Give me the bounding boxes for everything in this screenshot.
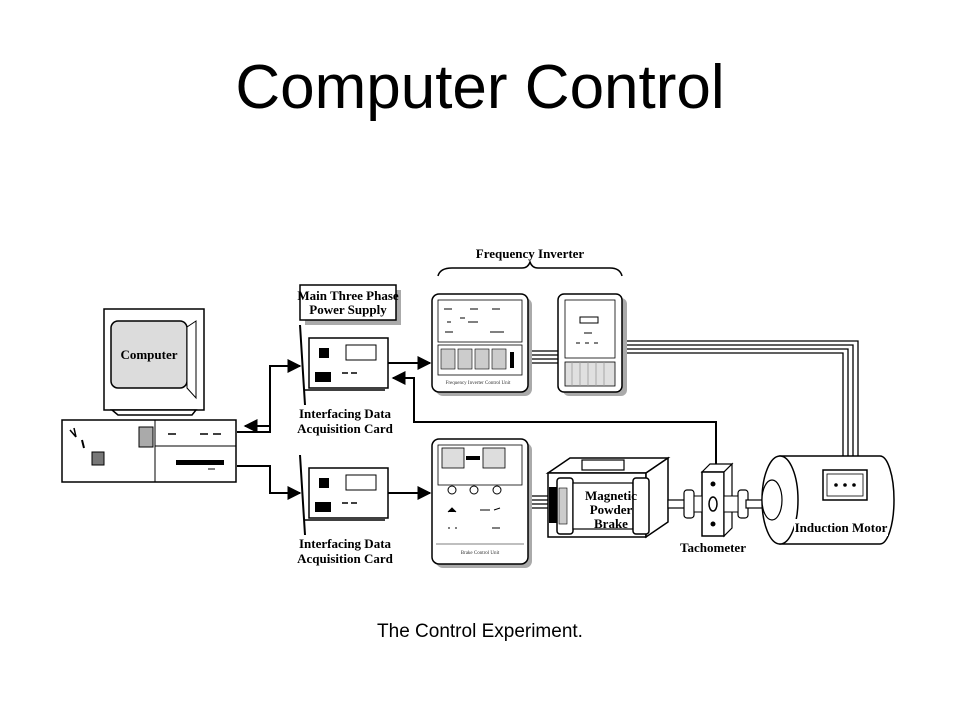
svg-text:Power Supply: Power Supply	[309, 302, 387, 317]
svg-text:Interfacing Data: Interfacing Data	[299, 536, 392, 551]
slide-title: Computer Control	[235, 53, 725, 122]
tachometer: Tachometer	[680, 462, 746, 555]
daq-card-bottom: Interfacing Data Acquisition Card	[297, 454, 394, 566]
svg-text:Tachometer: Tachometer	[680, 540, 746, 555]
svg-text:Brake: Brake	[594, 516, 628, 531]
svg-text:Acquisition Card: Acquisition Card	[297, 551, 393, 566]
svg-text:Acquisition Card: Acquisition Card	[297, 421, 393, 436]
svg-text:Powder: Powder	[590, 502, 633, 517]
slide-caption: The Control Experiment.	[377, 621, 583, 642]
svg-text:Induction Motor: Induction Motor	[795, 520, 888, 535]
svg-text:Magnetic: Magnetic	[585, 488, 637, 503]
computer-label: Computer	[120, 347, 177, 362]
inverter-to-motor-cable	[627, 340, 859, 456]
inverter-control-unit: Frequency Inverter Control Unit	[431, 293, 532, 396]
frequency-inverter-brace: Frequency Inverter	[437, 246, 623, 277]
computer-monitor: Computer	[103, 308, 205, 416]
induction-motor: Induction Motor	[761, 455, 895, 545]
svg-text:Brake Control Unit: Brake Control Unit	[461, 551, 500, 556]
computer-case	[61, 419, 237, 483]
frequency-inverter-drive	[557, 293, 627, 396]
svg-text:Main Three Phase: Main Three Phase	[297, 288, 399, 303]
brake-control-unit: Brake Control Unit	[431, 438, 532, 568]
wiring	[237, 356, 717, 500]
svg-text:Interfacing Data: Interfacing Data	[299, 406, 392, 421]
drive-shaft	[667, 489, 765, 519]
daq-card-top: Interfacing Data Acquisition Card	[297, 324, 394, 436]
main-power-supply: Main Three Phase Power Supply	[297, 284, 401, 325]
svg-text:Frequency Inverter Control Uni: Frequency Inverter Control Unit	[446, 381, 511, 386]
magnetic-powder-brake: Magnetic Powder Brake	[545, 456, 671, 539]
svg-text:Frequency Inverter: Frequency Inverter	[476, 246, 585, 261]
control-to-inverter-cable	[528, 350, 558, 364]
